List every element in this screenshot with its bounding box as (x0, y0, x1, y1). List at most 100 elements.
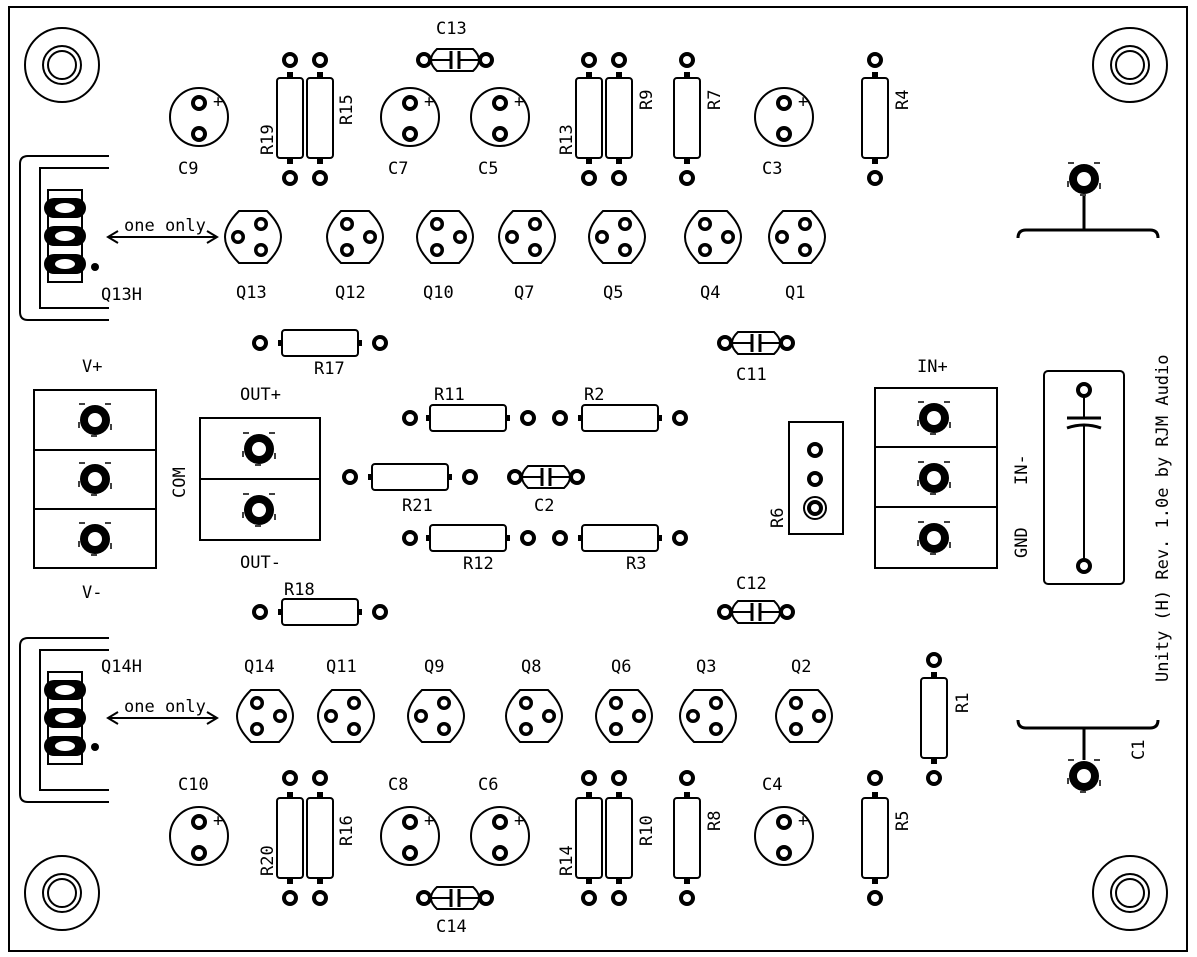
resistor-r19: R19 (258, 52, 304, 186)
svg-text:+: + (213, 92, 223, 112)
resistor-r10: R10 (605, 770, 657, 906)
svg-text:Q8: Q8 (521, 657, 541, 677)
svg-text:Q4: Q4 (700, 283, 720, 303)
svg-text:R3: R3 (626, 554, 646, 574)
one-only-note: one only (106, 216, 219, 244)
cap-c12: C12 (717, 574, 795, 625)
svg-text:R20: R20 (258, 845, 278, 876)
transistor-q5: Q5 (588, 210, 646, 303)
resistor-r7: R7 (673, 52, 725, 186)
svg-text:R10: R10 (637, 815, 657, 846)
mounting-hole (1092, 27, 1168, 103)
transistor-q12: Q12 (326, 210, 384, 303)
resistor-r21: R21 (342, 463, 478, 516)
mounting-hole (24, 855, 100, 931)
input-terminal-block: IN+ IN- GND (874, 357, 1032, 569)
cap-c2: C2 (507, 464, 585, 516)
cap-c7: + C7 (380, 87, 440, 179)
svg-text:Q10: Q10 (423, 283, 454, 303)
cap-label: C10 (178, 775, 209, 795)
svg-text:Q13H: Q13H (101, 285, 142, 305)
resistor-r3: R3 (552, 524, 688, 574)
svg-text:R9: R9 (637, 90, 657, 110)
cap-c14: C14 (416, 885, 494, 937)
resistor-r18: R18 (252, 580, 388, 626)
resistor-r4: R4 (861, 52, 913, 186)
terminal-label-outplus: OUT+ (240, 385, 281, 405)
svg-text:Q14: Q14 (244, 657, 275, 677)
trimmer-r6: R6 (768, 421, 844, 535)
cap-c4: + C4 (754, 775, 814, 866)
cap-c11: C11 (717, 330, 795, 385)
cap-c8: + C8 (380, 775, 440, 866)
svg-text:R1: R1 (953, 693, 973, 713)
svg-text:R6: R6 (768, 508, 788, 528)
cap-c1: C1 (1043, 370, 1149, 760)
mounting-hole (1092, 855, 1168, 931)
transistor-q11: Q11 (317, 657, 375, 743)
transistor-q7: Q7 (498, 210, 556, 303)
transistor-q8: Q8 (505, 657, 563, 743)
svg-text:C14: C14 (436, 917, 467, 937)
resistor-r14: R14 (557, 770, 603, 906)
svg-text:Q9: Q9 (424, 657, 444, 677)
cap-label: C3 (762, 159, 782, 179)
svg-text:R5: R5 (893, 811, 913, 831)
cap-label: C8 (388, 775, 408, 795)
board-outline (8, 6, 1188, 952)
terminal-label-inminus: IN- (1012, 454, 1032, 485)
resistor-r2: R2 (552, 385, 688, 432)
cap-c6: + C6 (470, 775, 530, 866)
svg-text:Q13: Q13 (236, 283, 267, 303)
cap-c13: C13 (416, 19, 494, 73)
svg-text:C13: C13 (436, 19, 467, 39)
resistor-r17: R17 (252, 329, 388, 379)
transistor-q2: Q2 (775, 657, 833, 743)
terminal-label-vplus: V+ (82, 357, 102, 377)
svg-text:Q5: Q5 (603, 283, 623, 303)
svg-text:Q7: Q7 (514, 283, 534, 303)
svg-text:R8: R8 (705, 811, 725, 831)
svg-text:R17: R17 (314, 359, 345, 379)
transistor-q4: Q4 (684, 210, 742, 303)
svg-text:Q11: Q11 (326, 657, 357, 677)
cap-label: C7 (388, 159, 408, 179)
svg-text:R13: R13 (557, 124, 577, 155)
svg-text:R14: R14 (557, 845, 577, 876)
svg-text:C12: C12 (736, 574, 767, 594)
svg-text:one only: one only (124, 697, 206, 717)
board-title: Unity (H) Rev. 1.0e by RJM Audio (1153, 354, 1173, 682)
svg-text:+: + (213, 811, 223, 831)
svg-text:C11: C11 (736, 365, 767, 385)
terminal-label-vminus: V- (82, 583, 102, 603)
resistor-r20: R20 (258, 770, 304, 906)
svg-text:R19: R19 (258, 124, 278, 155)
svg-text:+: + (798, 92, 808, 112)
transistor-q6: Q6 (595, 657, 653, 743)
svg-text:Q6: Q6 (611, 657, 631, 677)
terminal-label-inplus: IN+ (917, 357, 948, 377)
svg-text:R16: R16 (337, 815, 357, 846)
ground-bracket-bottom (1016, 719, 1160, 793)
terminal-label-com: COM (170, 467, 190, 498)
cap-c5: + C5 (470, 87, 530, 179)
cap-c9: + C9 (169, 87, 229, 179)
cap-c3: + C3 (754, 87, 814, 179)
transistor-q1: Q1 (768, 210, 826, 303)
transistor-q10: Q10 (416, 210, 474, 303)
svg-text:R18: R18 (284, 580, 315, 600)
output-terminal-block: OUT+ OUT- (199, 385, 321, 573)
svg-text:+: + (424, 92, 434, 112)
transistor-q3: Q3 (679, 657, 737, 743)
svg-text:R15: R15 (337, 94, 357, 125)
cap-c10: + C10 (169, 775, 229, 866)
resistor-r1: R1 (920, 652, 973, 786)
transistor-q14h: Q14H (19, 637, 142, 803)
cap-label: C6 (478, 775, 498, 795)
svg-text:R11: R11 (434, 385, 465, 405)
resistor-r9: R9 (605, 52, 657, 186)
transistor-q9: Q9 (407, 657, 465, 743)
terminal-label-outminus: OUT- (240, 553, 281, 573)
svg-text:R21: R21 (402, 496, 433, 516)
